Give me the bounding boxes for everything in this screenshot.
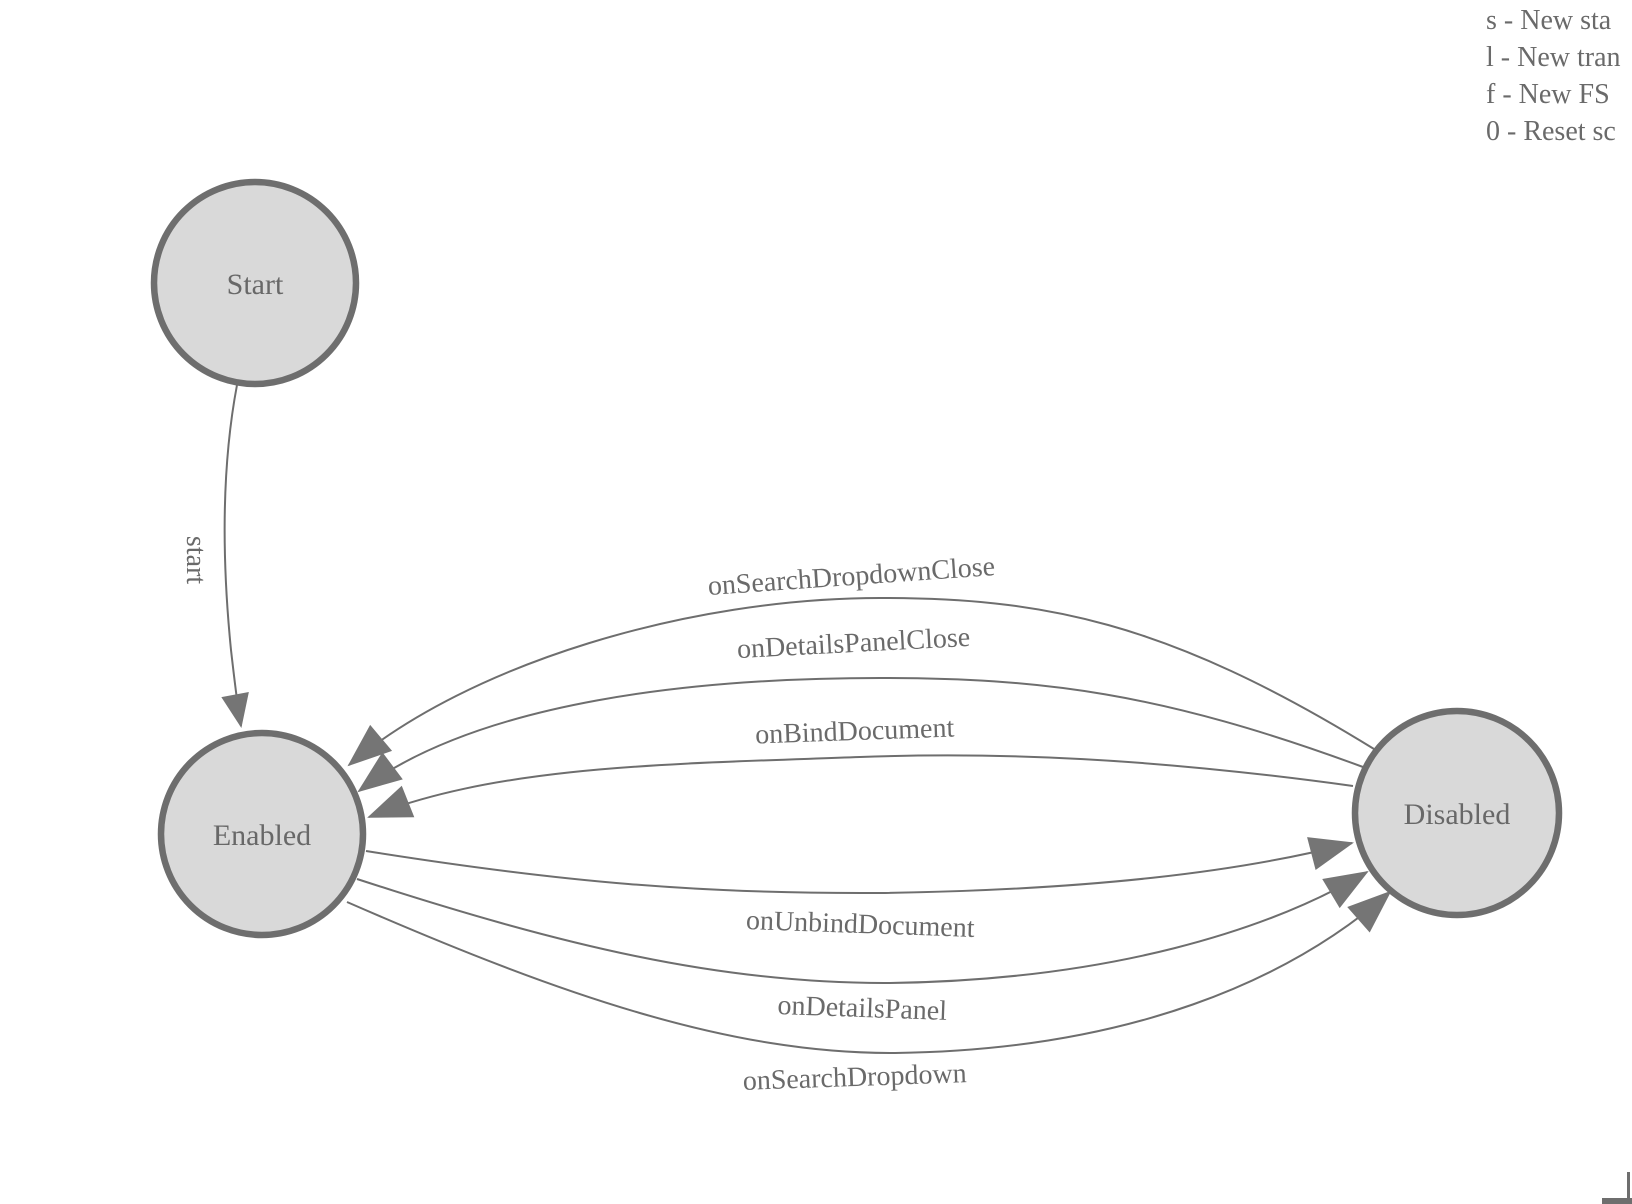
transition-label: onDetailsPanel [777,990,948,1027]
transition-ondetailspanelclose: onDetailsPanelClose [357,622,1364,793]
transition-path[interactable] [365,837,1354,895]
state-start: Start [150,178,360,388]
transition-start: start [180,384,249,728]
state-label: Start [227,268,284,301]
transition-path[interactable] [356,870,1369,985]
bottom-right-corner-shape [1602,1172,1632,1204]
legend-line: f - New FS [1486,79,1610,110]
transition-path[interactable] [346,890,1392,1055]
legend-line: l - New tran [1486,42,1621,73]
transition-path[interactable] [357,676,1364,793]
transition-label: onDetailsPanelClose [736,622,971,665]
transition-path[interactable] [347,596,1375,767]
transition-onunbinddocument: onUnbindDocument [365,837,1354,944]
transition-path[interactable] [367,754,1354,818]
transition-ondetailspanel: onDetailsPanel [356,870,1369,1027]
transition-label: onSearchDropdownClose [707,551,996,602]
state-disabled: Disabled [1351,707,1563,919]
legend-line: 0 - Reset sc [1486,116,1616,147]
transition-label: onBindDocument [755,713,955,751]
transition-onbinddocument: onBindDocument [367,713,1354,818]
legend-line: s - New sta [1486,5,1612,36]
transition-path[interactable] [221,384,249,728]
corner-vertical-line [1627,1172,1630,1200]
state-label: Disabled [1404,798,1511,831]
state-label: Enabled [213,819,311,852]
transition-label: onUnbindDocument [746,905,976,944]
state-circle[interactable] [150,178,360,388]
state-circle[interactable] [1351,707,1563,919]
corner-horizontal-bar [1602,1198,1632,1204]
transition-label: start [180,536,211,584]
state-enabled: Enabled [157,729,367,939]
state-circle[interactable] [157,729,367,939]
transition-label: onSearchDropdown [742,1058,967,1097]
shortcuts-legend: s - New sta l - New tran f - New FS 0 - … [1486,5,1621,147]
